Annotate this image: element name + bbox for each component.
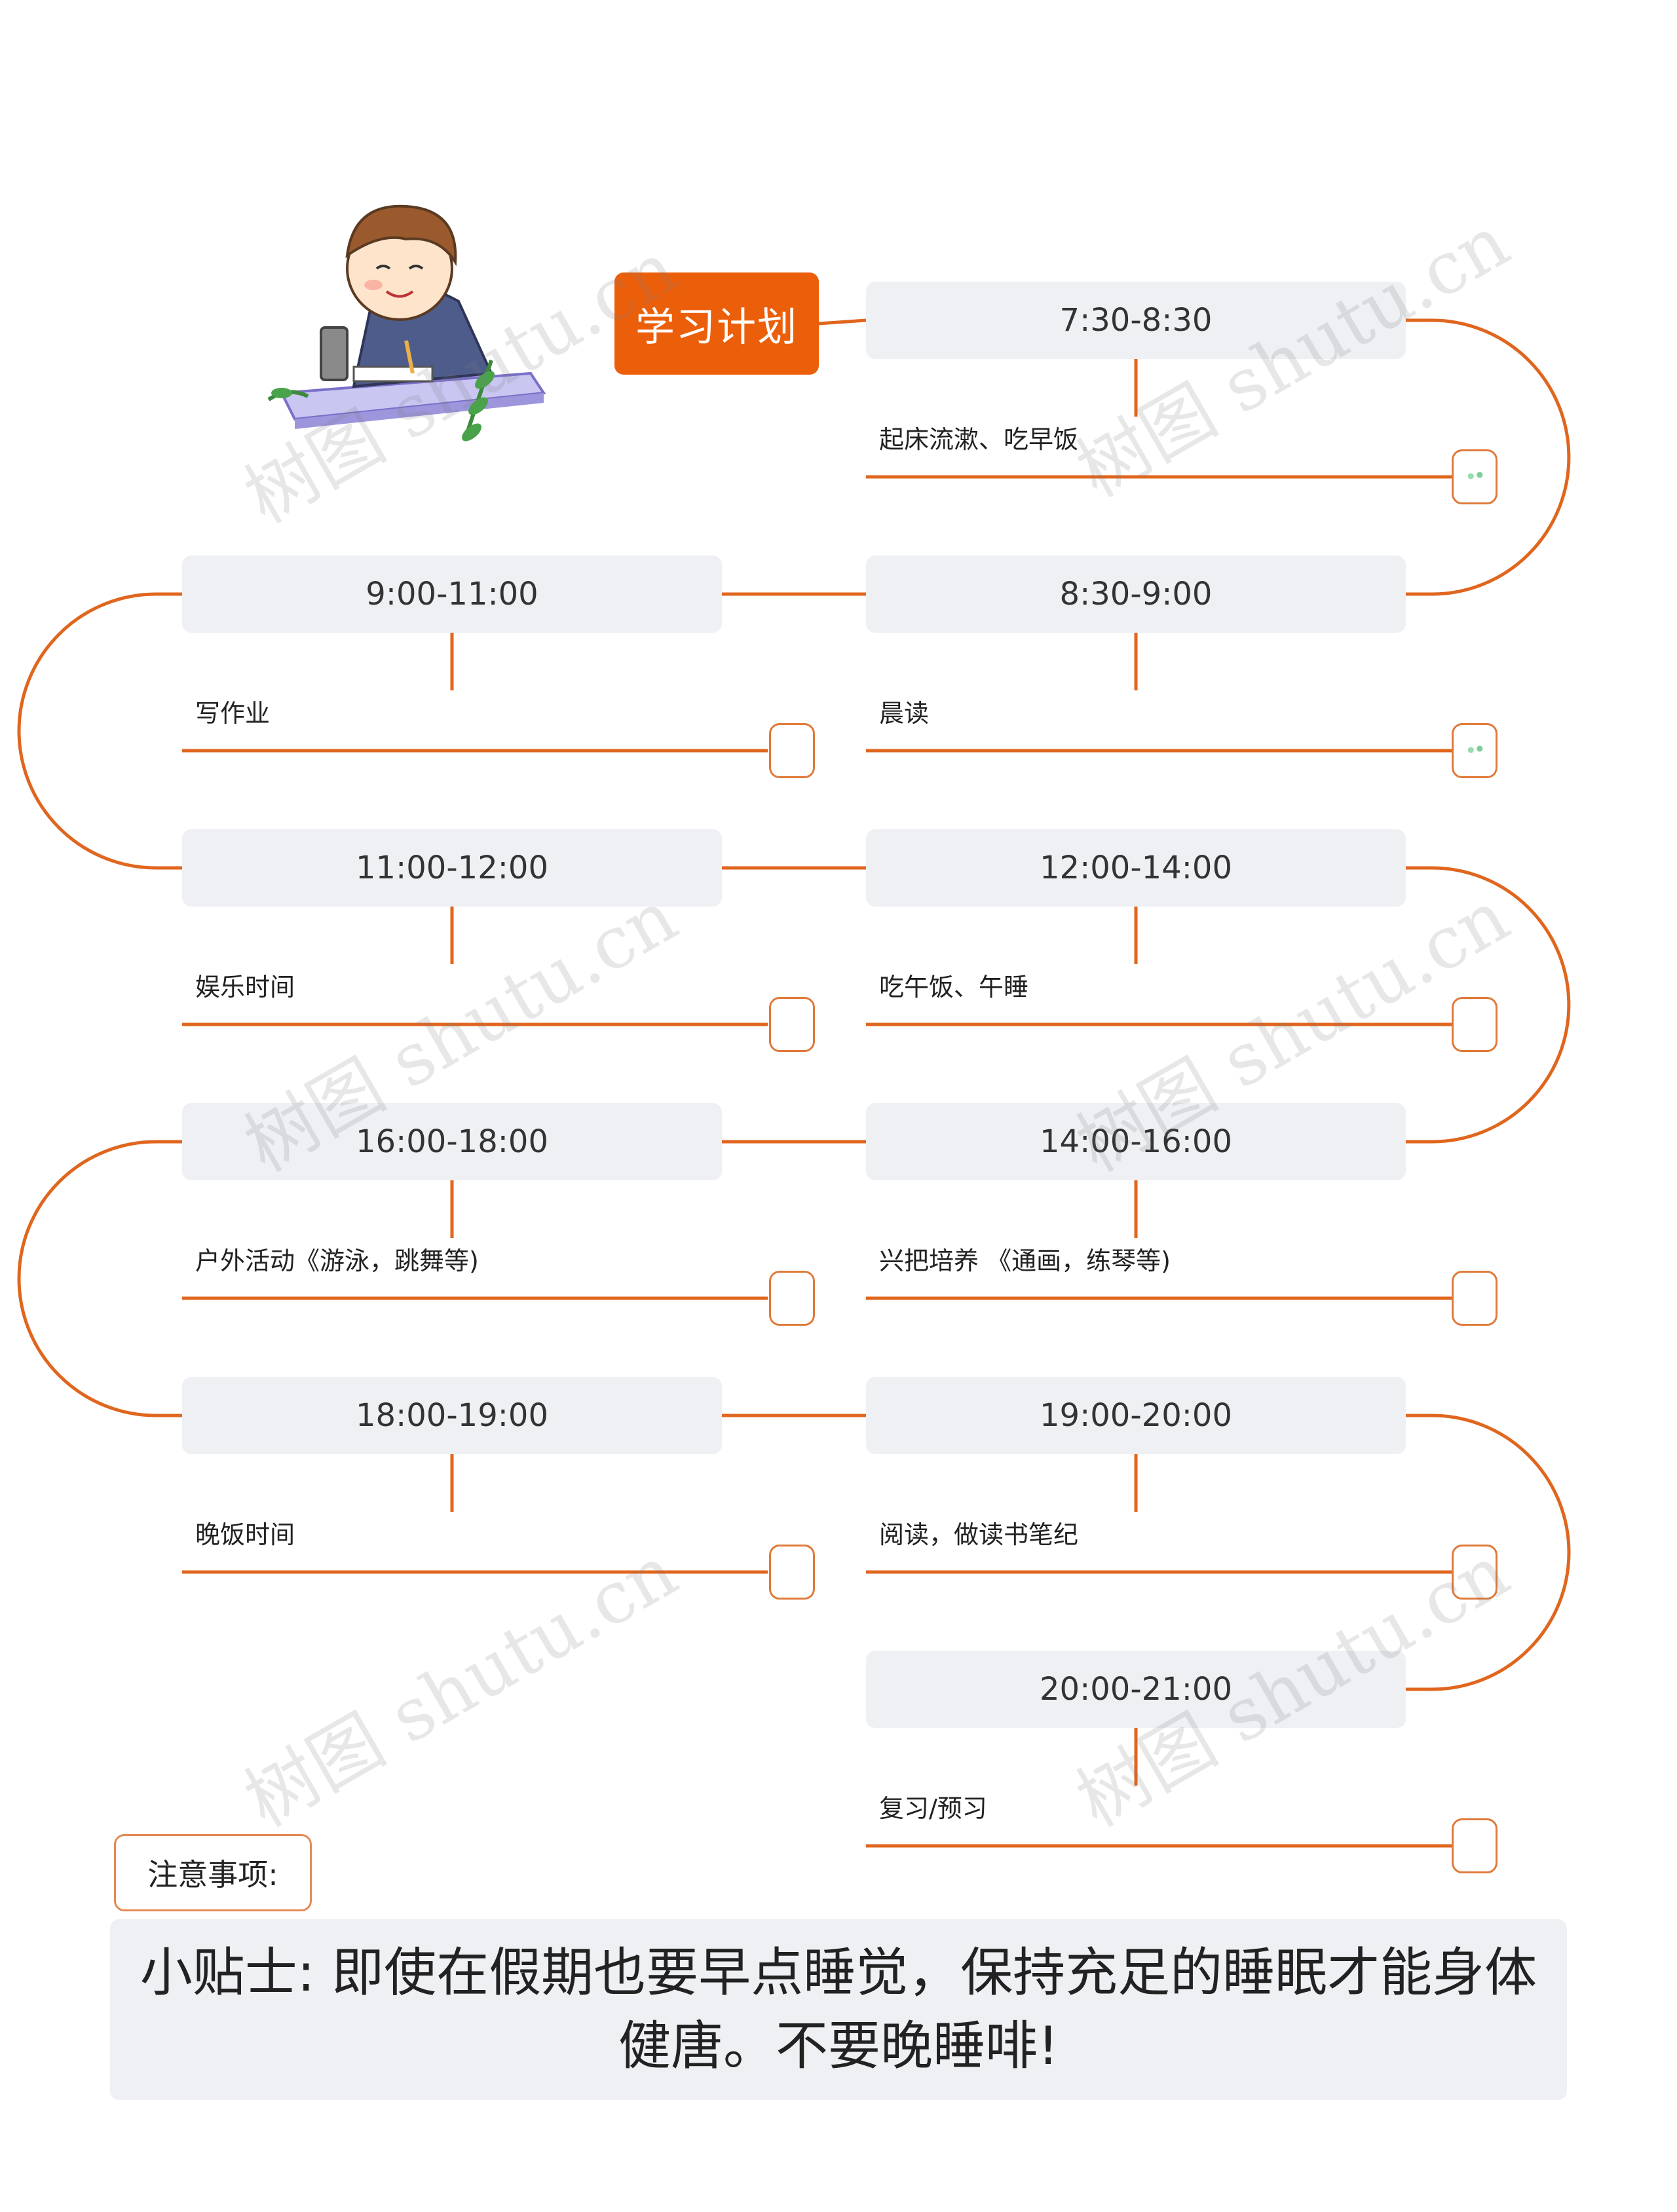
- time-node: 19:00-20:00: [866, 1377, 1406, 1454]
- task-label: 晚饭时间: [195, 1514, 295, 1550]
- title-connector: [819, 320, 866, 324]
- task-checkbox[interactable]: [769, 997, 815, 1052]
- task-checkbox[interactable]: [769, 1545, 815, 1600]
- task-label: 吃午饭、午睡: [879, 967, 1028, 1003]
- task-label: 晨读: [879, 693, 929, 729]
- tip-text: 小贴士: 即使在假期也要早点睡觉，保持充足的睡眠才能身体健唐。不要晚睡啡!: [130, 1936, 1547, 2083]
- task-checkbox[interactable]: [1452, 449, 1498, 504]
- task-checkbox[interactable]: [769, 1271, 815, 1326]
- task-label: 兴把培养 《通画，练琴等): [879, 1241, 1171, 1277]
- tip-box: 小贴士: 即使在假期也要早点睡觉，保持充足的睡眠才能身体健唐。不要晚睡啡!: [110, 1919, 1567, 2100]
- time-node: 9:00-11:00: [182, 555, 722, 633]
- time-node: 18:00-19:00: [182, 1377, 722, 1454]
- task-label: 娱乐时间: [195, 967, 295, 1003]
- loop-connector-left: [19, 594, 182, 868]
- notes-label: 注意事项:: [114, 1834, 312, 1911]
- task-checkbox[interactable]: [1452, 723, 1498, 778]
- task-label: 写作业: [195, 693, 270, 729]
- time-node: 12:00-14:00: [866, 829, 1406, 907]
- loop-connector-left: [19, 1142, 182, 1415]
- task-label: 户外活动《游泳，跳舞等): [195, 1241, 479, 1277]
- task-checkbox[interactable]: [769, 723, 815, 778]
- task-label: 阅读，做读书笔纪: [879, 1514, 1078, 1550]
- task-checkbox[interactable]: [1452, 1818, 1498, 1873]
- task-checkbox[interactable]: [1452, 1271, 1498, 1326]
- task-label: 复习/预习: [879, 1788, 987, 1824]
- task-checkbox[interactable]: [1452, 997, 1498, 1052]
- time-node: 8:30-9:00: [866, 555, 1406, 633]
- task-label: 起床流漱、吃早饭: [879, 419, 1078, 455]
